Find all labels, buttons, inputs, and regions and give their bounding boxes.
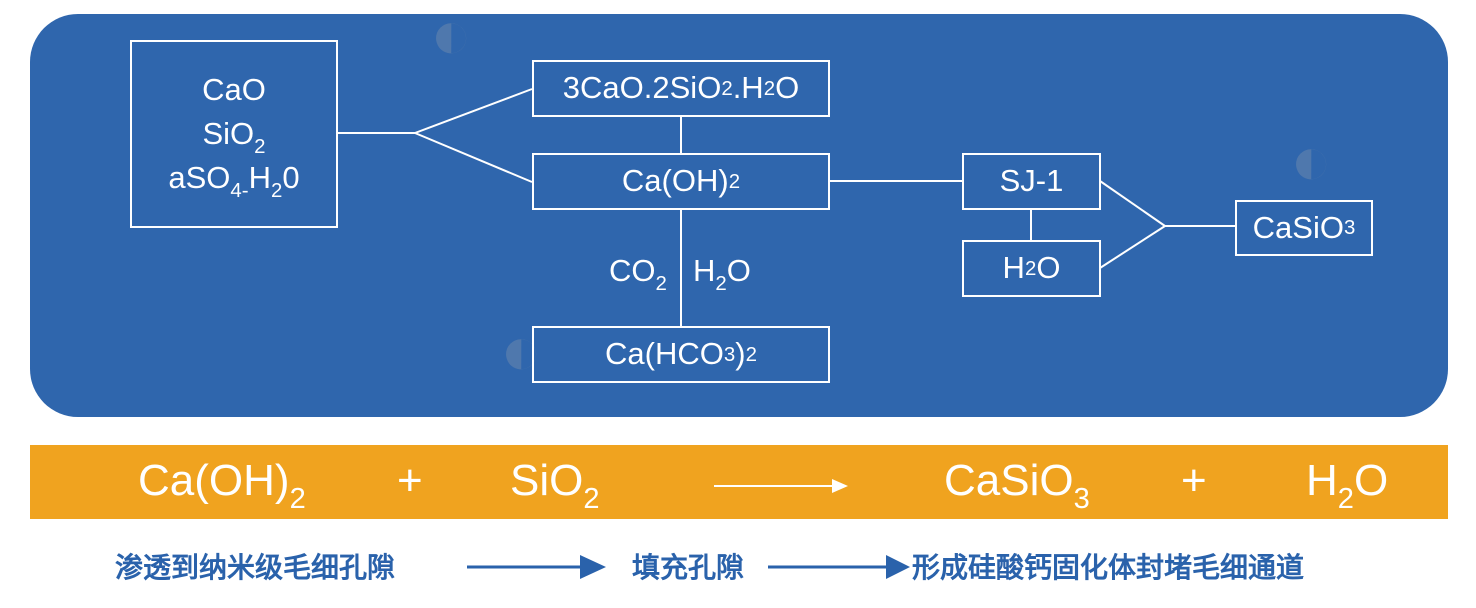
raw-line-cao: CaO bbox=[202, 71, 266, 107]
equation-product-h2o: H2O bbox=[1306, 456, 1389, 516]
calcium-hydroxide-box: Ca(OH)2 bbox=[532, 153, 830, 210]
connector-line bbox=[414, 88, 533, 134]
equation-plus: + bbox=[1181, 456, 1207, 505]
connector-line bbox=[1099, 225, 1166, 269]
equation-product-casio3: CaSiO3 bbox=[944, 456, 1090, 516]
raw-materials-box: CaO SiO2 aSO4-H20 bbox=[130, 40, 338, 228]
process-step: 形成硅酸钙固化体封堵毛细通道 bbox=[912, 551, 1305, 584]
process-step: 填充孔隙 bbox=[632, 551, 745, 584]
connector-line bbox=[414, 132, 533, 183]
raw-line-sio2: SiO2 bbox=[202, 115, 266, 159]
watermark: ◐ bbox=[500, 311, 543, 389]
watermark: ◐ bbox=[430, 0, 473, 73]
reaction-panel bbox=[30, 14, 1448, 417]
agent-sj1-box: SJ-1 bbox=[962, 153, 1101, 210]
equation-plus: + bbox=[397, 456, 423, 505]
equation-reactant-caoh2: Ca(OH)2 bbox=[138, 456, 306, 516]
process-arrow-head bbox=[886, 555, 910, 579]
connector-line bbox=[1099, 180, 1166, 227]
equation-band bbox=[30, 445, 1448, 519]
co2-label: CO2 bbox=[609, 253, 667, 296]
process-arrow-head bbox=[580, 555, 606, 579]
h2o-label: H2O bbox=[693, 253, 751, 296]
watermark: ◐ bbox=[1290, 121, 1333, 199]
equation-reactant-sio2: SiO2 bbox=[510, 456, 600, 516]
process-step: 渗透到纳米级毛细孔隙 bbox=[115, 551, 396, 584]
raw-line-sulfate: aSO4-H20 bbox=[168, 160, 300, 203]
